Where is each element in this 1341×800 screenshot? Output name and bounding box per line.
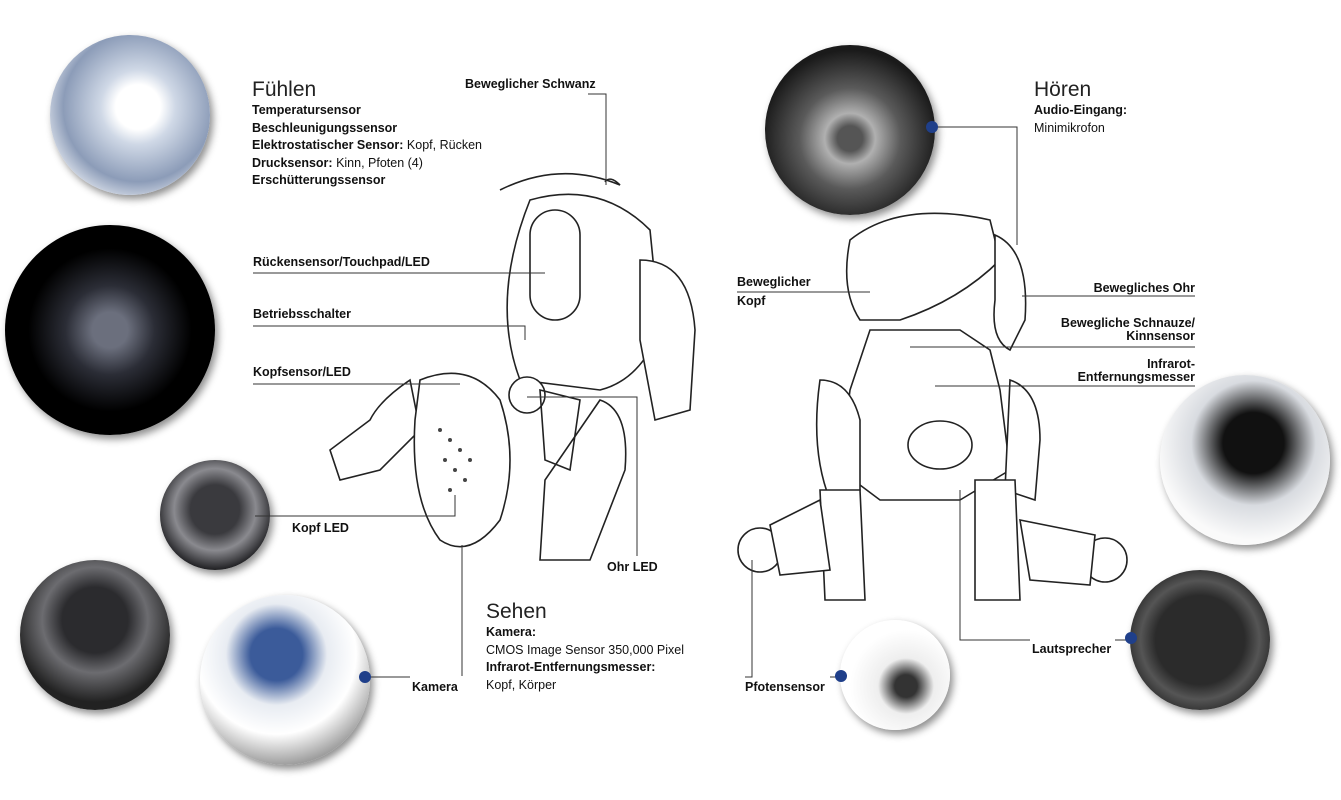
spec-line: Minimikrofon <box>1034 120 1105 135</box>
section-hoeren: Hören Audio-Eingang: Minimikrofon <box>1034 78 1127 137</box>
photo-camera <box>200 595 370 765</box>
callout-ruecken: Rückensensor/Touchpad/LED <box>253 255 430 269</box>
leader-lines <box>253 93 1195 678</box>
photo-speaker <box>1130 570 1270 710</box>
callout-ohr: Bewegliches Ohr <box>1093 281 1195 295</box>
spec-line: Kopf, Körper <box>486 677 557 692</box>
callout-kopfsensor: Kopfsensor/LED <box>253 365 351 379</box>
callout-kopf-led: Kopf LED <box>292 521 349 535</box>
callout-betriebsschalter: Betriebsschalter <box>253 307 351 321</box>
spec-line: Elektrostatischer Sensor: Kopf, Rücken <box>252 138 482 152</box>
photo-head-green-led <box>20 560 170 710</box>
robot-speaker-grille <box>438 428 472 492</box>
spec-line: Drucksensor: Kinn, Pfoten (4) <box>252 155 423 170</box>
spec-line: Kamera: <box>486 625 537 639</box>
callout-lautsprecher: Lautsprecher <box>1032 642 1112 656</box>
spec-line: CMOS Image Sensor 350,000 Pixel <box>486 642 685 657</box>
callout-infrarot-line2: Entfernungsmesser <box>1077 370 1195 384</box>
section-title: Sehen <box>486 600 547 623</box>
photo-head-top <box>50 35 210 195</box>
callout-schnauze-line2: Kinnsensor <box>1126 329 1195 343</box>
photo-paw-sensor <box>840 620 950 730</box>
robot-rear-drawing <box>329 172 696 561</box>
callout-dots <box>359 121 1137 683</box>
section-sehen: Sehen Kamera: CMOS Image Sensor 350,000 … <box>486 600 684 694</box>
spec-line: Erschütterungssensor <box>252 173 386 187</box>
photo-head-led <box>160 460 270 570</box>
callout-infrarot-line1: Infrarot- <box>1147 357 1195 371</box>
spec-line: Audio-Eingang: <box>1034 103 1128 117</box>
callout-kamera: Kamera <box>412 680 458 694</box>
callout-schwanz: Beweglicher Schwanz <box>465 77 596 91</box>
callout-pfotensensor: Pfotensensor <box>745 680 825 694</box>
spec-line: Beschleunigungssensor <box>252 120 398 135</box>
section-title: Fühlen <box>252 78 317 101</box>
spec-line: Infrarot-Entfernungsmesser: <box>486 660 656 674</box>
callout-kopf-line2: Kopf <box>737 294 766 308</box>
photo-head-side <box>1160 375 1330 545</box>
photo-ear-microphone <box>765 45 935 215</box>
callout-schnauze-line1: Bewegliche Schnauze/ <box>1060 316 1195 330</box>
photo-dog-silhouette <box>5 225 215 435</box>
callout-ohr-led: Ohr LED <box>607 560 658 574</box>
section-title: Hören <box>1034 78 1092 101</box>
spec-line: Temperatursensor <box>252 103 361 117</box>
robot-front-drawing <box>737 212 1128 601</box>
section-fuehlen: Fühlen Temperatursensor Beschleunigungss… <box>252 78 482 190</box>
callout-kopf-line1: Beweglicher <box>737 275 811 289</box>
